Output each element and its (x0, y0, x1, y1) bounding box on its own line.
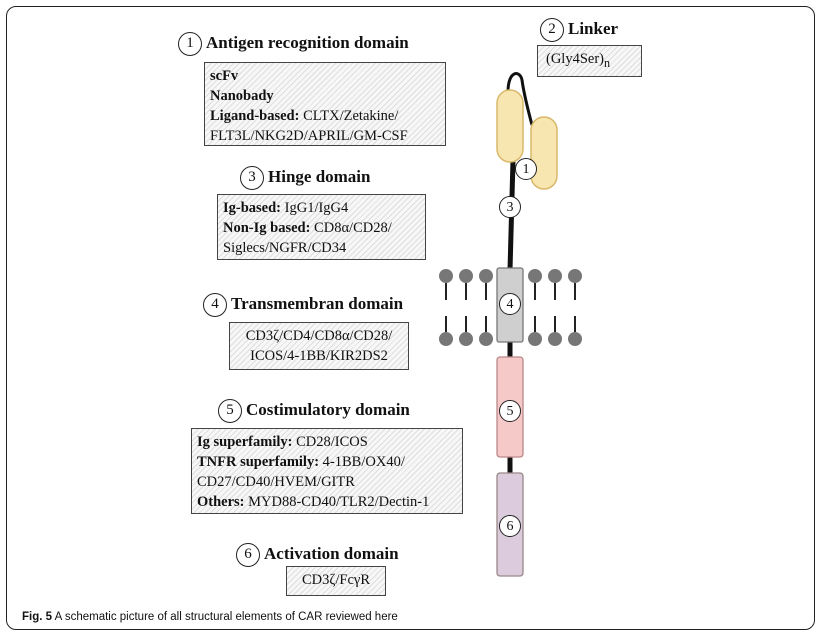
hinge-line-2: Non-Ig based: CD8α/CD28/ (223, 220, 392, 236)
transmembrane-number: 4 (203, 293, 227, 317)
costimulatory-box: Ig superfamily: CD28/ICOS TNFR superfami… (191, 428, 463, 514)
hinge-line-1: Ig-based: IgG1/IgG4 (223, 200, 349, 216)
transmembrane-line-1: CD3ζ/CD4/CD8α/CD28/ (245, 328, 393, 344)
lipid-head-upper-4 (548, 269, 562, 283)
transmembrane-line-2: ICOS/4-1BB/KIR2DS2 (250, 348, 388, 364)
linker-loop (506, 72, 534, 126)
activation-number: 6 (236, 543, 260, 567)
figure-frame (6, 6, 815, 630)
activation-box: CD3ζ/FcγR (286, 566, 386, 596)
antigen-line-1: scFv (210, 68, 239, 84)
lipid-head-upper-2 (479, 269, 493, 283)
linker-title: Linker (568, 18, 619, 38)
molecule-marker-5: 5 (499, 400, 521, 422)
antigen-box: scFv Nanobady Ligand-based: CLTX/Zetakin… (204, 62, 446, 146)
molecule-marker-1: 1 (515, 158, 537, 180)
costimulatory-title: Costimulatory domain (246, 399, 410, 419)
hinge-title: Hinge domain (268, 166, 371, 186)
costimulatory-line-3: CD27/CD40/HVEM/GITR (197, 474, 355, 490)
costimulatory-line-2: TNFR superfamily: 4-1BB/OX40/ (197, 454, 405, 470)
hinge-line-3: Siglecs/NGFR/CD34 (223, 240, 347, 256)
lipid-head-lower-5 (568, 332, 582, 346)
caption-label: Fig. 5 (22, 611, 53, 623)
linker-value: (Gly4Ser) (546, 51, 604, 67)
antigen-title: Antigen recognition domain (206, 32, 409, 52)
lipid-head-lower-0 (439, 332, 453, 346)
antigen-domain-right (530, 116, 558, 190)
linker-box: (Gly4Ser)n (537, 45, 642, 77)
linker-number: 2 (540, 18, 564, 42)
antigen-domain-left (496, 89, 524, 163)
costimulatory-line-1: Ig superfamily: CD28/ICOS (197, 434, 368, 450)
antigen-line-4: FLT3L/NKG2D/APRIL/GM-CSF (210, 128, 408, 144)
lipid-head-upper-0 (439, 269, 453, 283)
antigen-line-2: Nanobady (210, 88, 274, 104)
lipid-head-upper-3 (528, 269, 542, 283)
lipid-head-lower-1 (459, 332, 473, 346)
antigen-line-3: Ligand-based: CLTX/Zetakine/ (210, 108, 399, 124)
antigen-number: 1 (178, 32, 202, 56)
transmembrane-title: Transmembran domain (231, 293, 404, 313)
caption-text: A schematic picture of all structural el… (54, 611, 398, 623)
activation-title: Activation domain (264, 543, 399, 563)
linker-subscript: n (604, 55, 611, 70)
molecule-marker-6: 6 (499, 515, 521, 537)
molecule-marker-3: 3 (499, 196, 521, 218)
hinge-box: Ig-based: IgG1/IgG4 Non-Ig based: CD8α/C… (217, 194, 426, 260)
lipid-head-lower-3 (528, 332, 542, 346)
hinge-number: 3 (240, 166, 264, 190)
lipid-head-upper-5 (568, 269, 582, 283)
lipid-head-upper-1 (459, 269, 473, 283)
costimulatory-line-4: Others: MYD88-CD40/TLR2/Dectin-1 (197, 494, 430, 510)
figure-caption: Fig. 5 A schematic picture of all struct… (22, 611, 398, 623)
transmembrane-box: CD3ζ/CD4/CD8α/CD28/ ICOS/4-1BB/KIR2DS2 (229, 322, 409, 370)
molecule-marker-4: 4 (499, 293, 521, 315)
lipid-head-lower-2 (479, 332, 493, 346)
activation-line-1: CD3ζ/FcγR (301, 572, 370, 588)
lipid-bilayer (439, 269, 582, 346)
lipid-head-lower-4 (548, 332, 562, 346)
costimulatory-number: 5 (218, 399, 242, 423)
